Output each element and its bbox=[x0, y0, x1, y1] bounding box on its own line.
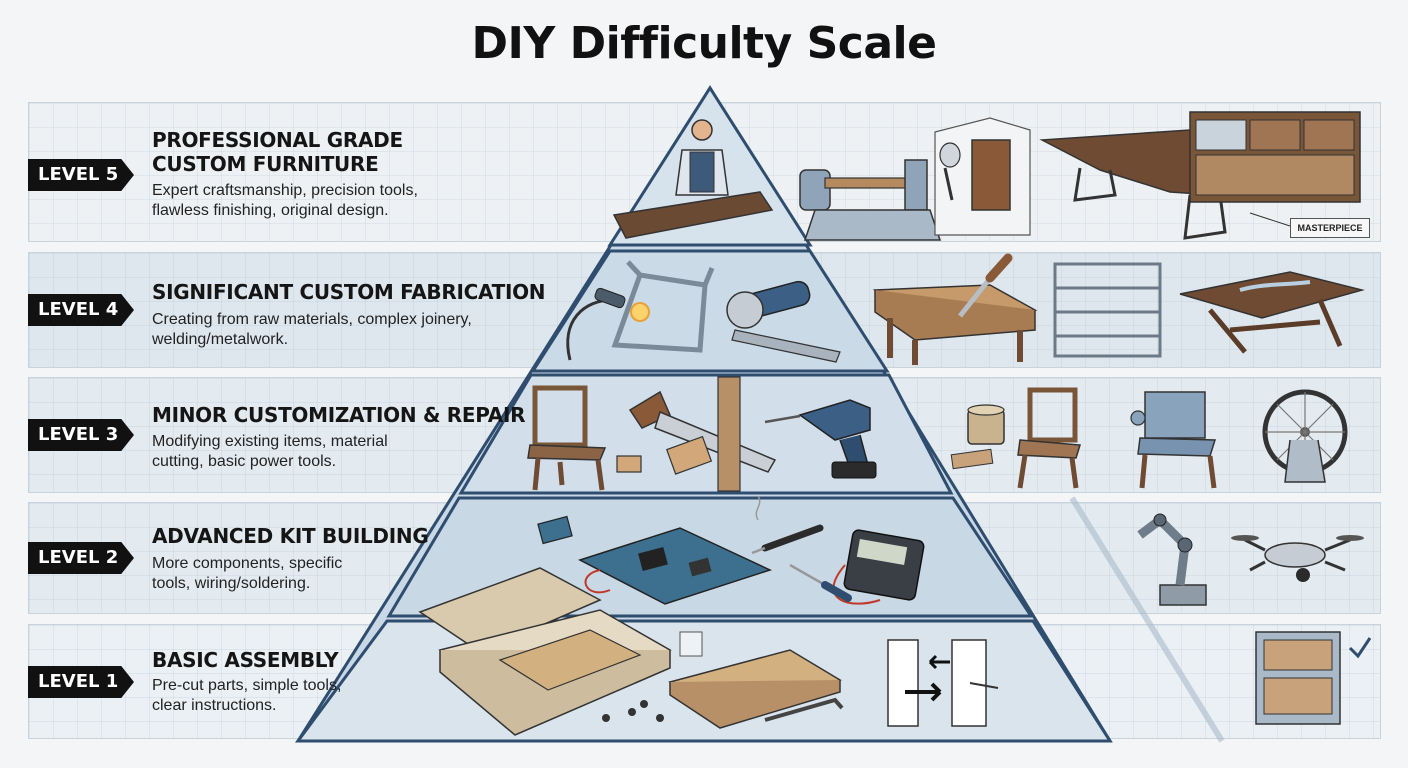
circuit-board-icon bbox=[537, 515, 773, 605]
level-1-description: Pre-cut parts, simple tools, clear instr… bbox=[152, 677, 342, 714]
level-2-title: ADVANCED KIT BUILDING bbox=[152, 524, 429, 548]
weld-spark bbox=[630, 302, 650, 322]
level-2-badge: LEVEL 2 bbox=[28, 542, 134, 574]
screwdriver-icon bbox=[789, 563, 852, 602]
workbench-icon bbox=[872, 284, 1038, 365]
wood-lathe-icon bbox=[799, 159, 942, 241]
hex-key-icon bbox=[764, 697, 844, 722]
level-3-title: MINOR CUSTOMIZATION & REPAIR bbox=[152, 403, 526, 427]
epoxy-table-icon bbox=[1179, 271, 1365, 354]
wooden-chair-icon bbox=[527, 385, 607, 491]
hand-saw-icon bbox=[616, 390, 777, 475]
level-1-title: BASIC ASSEMBLY bbox=[152, 648, 339, 672]
wood-plank-icon bbox=[717, 376, 741, 492]
level-4-badge: LEVEL 4 bbox=[28, 294, 134, 326]
multimeter-icon bbox=[832, 529, 925, 605]
masterpiece-pointer bbox=[1249, 212, 1291, 227]
drone-icon bbox=[1231, 535, 1364, 582]
level-5-badge: LEVEL 5 bbox=[28, 159, 134, 191]
metal-shelf-icon bbox=[1053, 262, 1162, 358]
robot-arm-icon bbox=[1137, 513, 1207, 606]
level-3-description: Modifying existing items, material cutti… bbox=[152, 433, 388, 470]
spray-gun-icon bbox=[934, 117, 1031, 236]
soldering-iron-icon bbox=[751, 495, 824, 555]
cordless-drill-icon bbox=[764, 399, 877, 479]
bicycle-wheel-icon bbox=[1262, 389, 1348, 483]
flat-pack-box-icon bbox=[418, 567, 672, 736]
pyramid-shadow-line bbox=[1069, 496, 1225, 743]
level-5-description: Expert craftsmanship, precision tools, f… bbox=[152, 182, 418, 219]
wood-panels-icon bbox=[668, 649, 842, 729]
level-4-description: Creating from raw materials, complex joi… bbox=[152, 311, 472, 348]
level-5-title: PROFESSIONAL GRADE CUSTOM FURNITURE bbox=[152, 128, 403, 176]
level-3-badge: LEVEL 3 bbox=[28, 419, 134, 451]
bike-frame-icon bbox=[611, 260, 715, 353]
welding-torch-icon bbox=[566, 287, 650, 361]
level-1-badge: LEVEL 1 bbox=[28, 666, 134, 698]
chisel-icon bbox=[958, 253, 1013, 318]
paint-can-icon bbox=[950, 404, 1005, 470]
masterpiece-label: MASTERPIECE bbox=[1290, 218, 1370, 238]
page-title: DIY Difficulty Scale bbox=[471, 18, 937, 69]
level-4-title: SIGNIFICANT CUSTOM FABRICATION bbox=[152, 280, 546, 304]
upholstered-chair-icon bbox=[1130, 391, 1217, 489]
cabinet-icon bbox=[1189, 111, 1361, 203]
angle-grinder-icon bbox=[726, 280, 841, 363]
small-shelf-icon bbox=[1255, 631, 1341, 725]
woodworker-icon bbox=[612, 119, 774, 239]
level-2-description: More components, specific tools, wiring/… bbox=[152, 555, 343, 592]
repaired-chair-icon bbox=[1017, 387, 1081, 489]
checkmark-icon bbox=[1348, 637, 1372, 659]
screws-icon bbox=[602, 631, 703, 722]
assembly-diagram-icon bbox=[887, 639, 999, 727]
